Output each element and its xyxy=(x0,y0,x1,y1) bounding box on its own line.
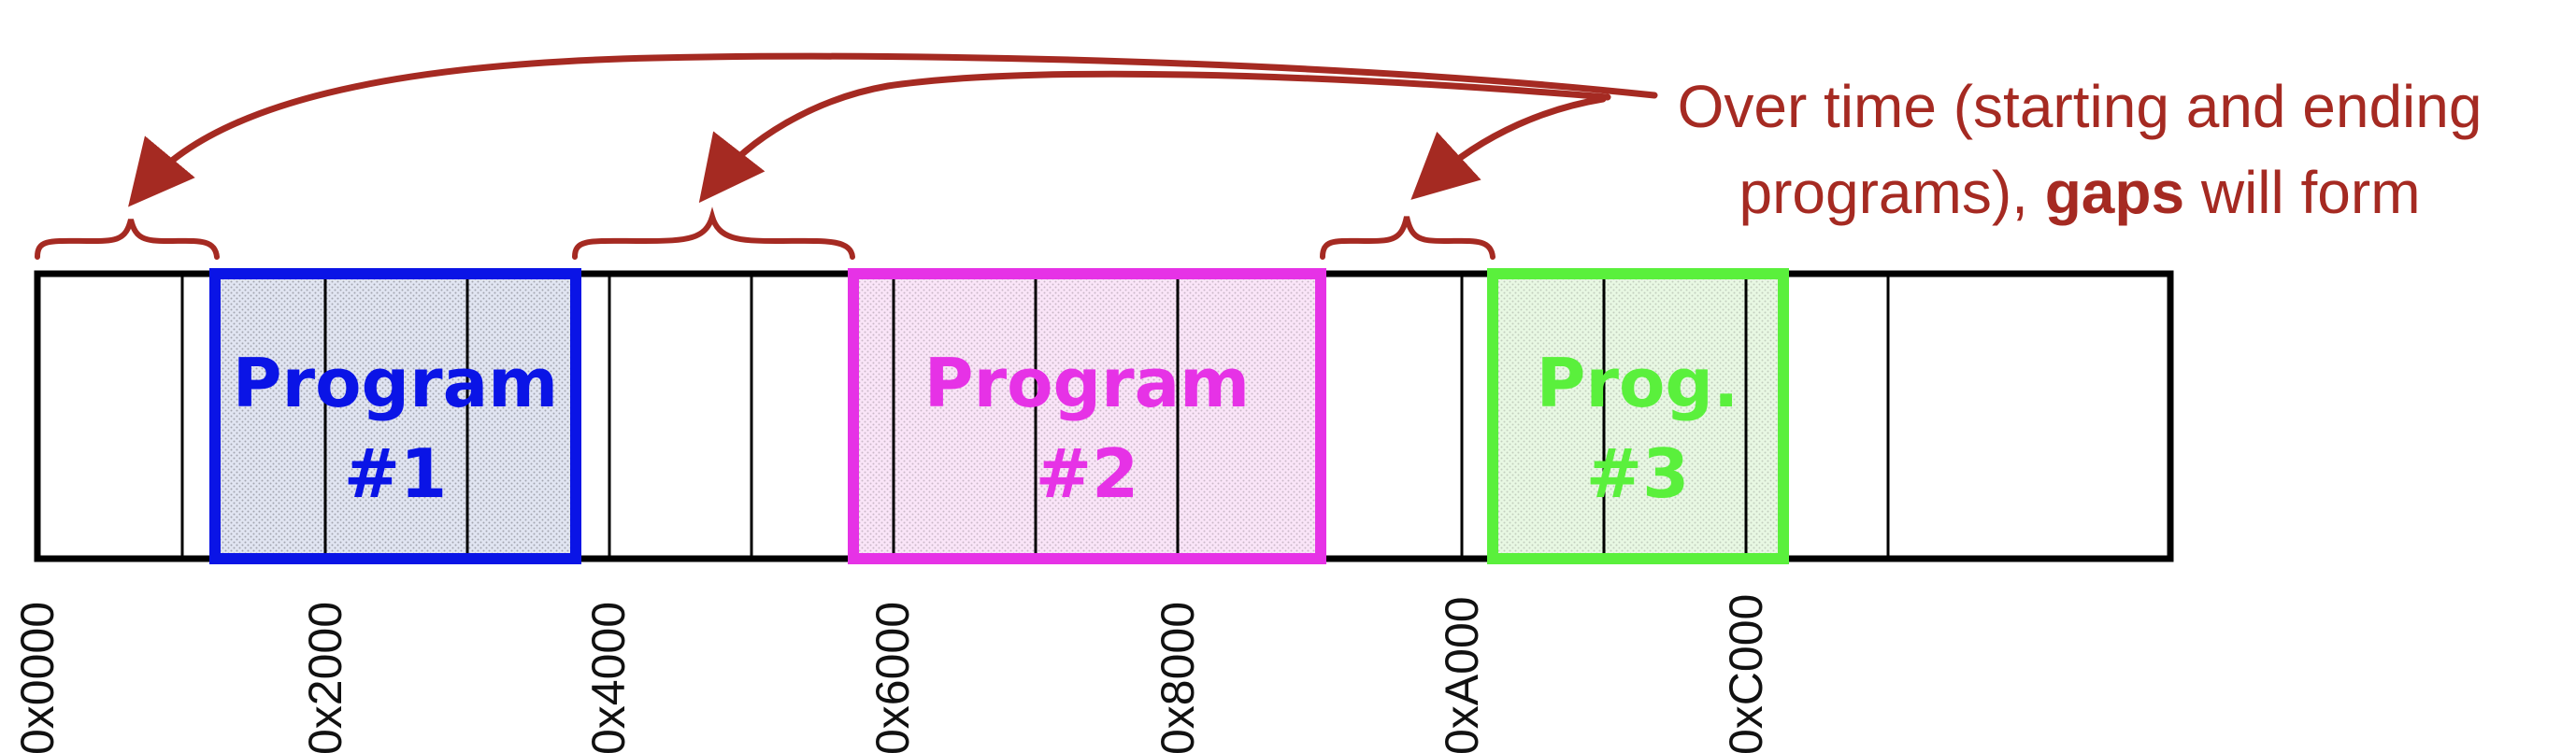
address-label: 0xC000 xyxy=(1720,594,1772,753)
address-label: 0x6000 xyxy=(866,602,919,753)
program-3-label-line1: Prog. xyxy=(1537,344,1739,422)
program-2-label-line1: Program xyxy=(924,344,1250,422)
address-label: 0x4000 xyxy=(582,602,635,753)
caption-line-2-end: will form xyxy=(2184,159,2421,226)
program-3-label-line2: #3 xyxy=(1586,434,1689,513)
caption-line-2: programs), gaps will form xyxy=(1589,149,2570,235)
gap-brace-1 xyxy=(35,219,220,260)
program-1-label-line2: #1 xyxy=(344,434,447,513)
gaps-caption: Over time (starting and ending programs)… xyxy=(1589,64,2570,235)
gap-braces xyxy=(35,206,1496,260)
annotation-arrows xyxy=(128,52,1658,207)
address-axis: 0x0000 0x2000 0x4000 0x6000 0x8000 0xA00… xyxy=(11,594,1772,753)
arrow-to-gap-3 xyxy=(1410,95,1607,200)
arrow-to-gap-2 xyxy=(698,70,1611,204)
arrow-to-gap-1 xyxy=(128,52,1658,207)
address-label: 0x2000 xyxy=(299,602,351,753)
gap-brace-2 xyxy=(572,206,855,260)
program-2-block: Program #2 xyxy=(848,268,1326,564)
address-label: 0xA000 xyxy=(1436,596,1488,753)
address-label: 0x8000 xyxy=(1152,602,1204,753)
program-2-label-line2: #2 xyxy=(1036,434,1138,513)
gap-brace-3 xyxy=(1320,216,1496,260)
caption-line-2-start: programs), xyxy=(1739,159,2045,226)
caption-gaps-word: gaps xyxy=(2044,159,2185,226)
program-3-block: Prog. #3 xyxy=(1487,268,1789,564)
program-1-label-line1: Program xyxy=(233,344,558,422)
caption-line-1: Over time (starting and ending xyxy=(1677,73,2483,140)
program-1-block: Program #1 xyxy=(209,268,581,564)
address-label: 0x0000 xyxy=(11,602,64,753)
